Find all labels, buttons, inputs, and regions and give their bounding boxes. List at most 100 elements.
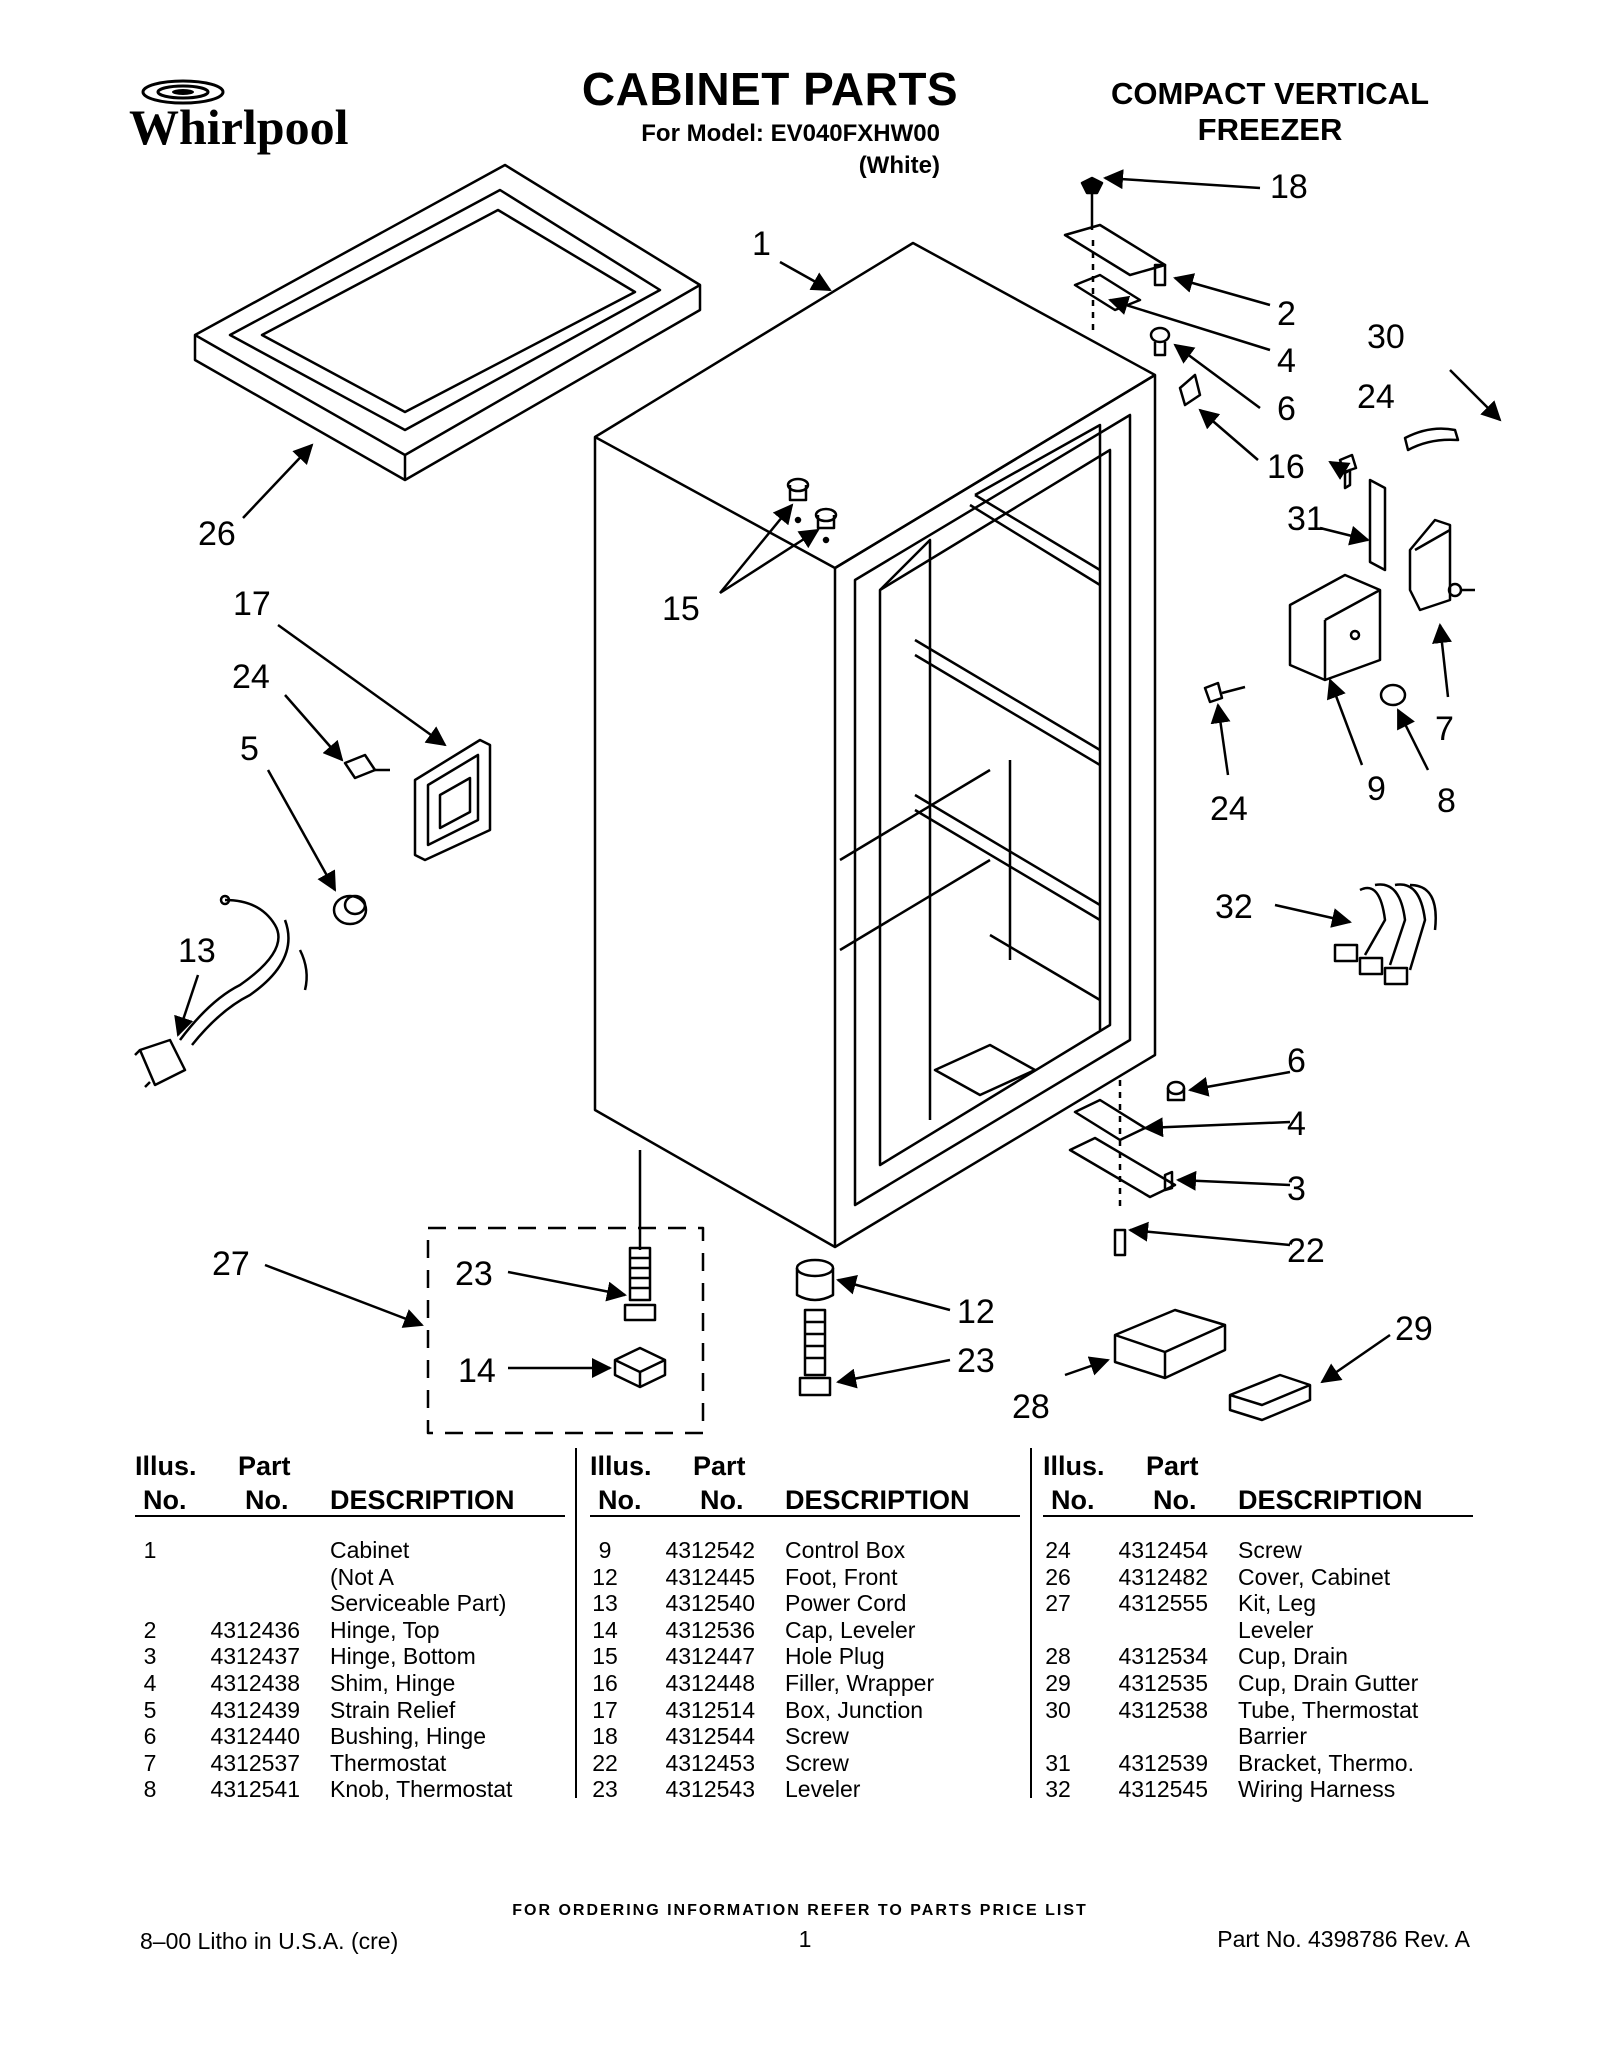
part-description: Wiring Harness bbox=[1238, 1776, 1396, 1803]
callout-8: 8 bbox=[1437, 782, 1456, 820]
callout-23-kit: 23 bbox=[455, 1255, 493, 1293]
part-description: Screw bbox=[1238, 1537, 1302, 1563]
part-description: Control Box bbox=[785, 1537, 906, 1563]
callout-24-left: 24 bbox=[232, 658, 270, 696]
part-number: 4312545 bbox=[1118, 1776, 1208, 1803]
illus-number: 15 bbox=[592, 1643, 618, 1670]
illus-number: 6 bbox=[143, 1723, 157, 1750]
part-number: 4312540 bbox=[665, 1590, 755, 1617]
part-number: 4312454 bbox=[1118, 1537, 1208, 1563]
part-description: Filler, Wrapper bbox=[785, 1670, 935, 1696]
part-description: Knob, Thermostat bbox=[330, 1776, 513, 1803]
illus-number: 7 bbox=[143, 1749, 157, 1776]
ordering-note: FOR ORDERING INFORMATION REFER TO PARTS … bbox=[512, 1902, 1088, 1919]
thermostat-assembly bbox=[1203, 453, 1475, 707]
part-description: (Not A bbox=[330, 1563, 394, 1590]
part-description: Leveler bbox=[1238, 1616, 1314, 1643]
part-description: Screw bbox=[785, 1723, 849, 1750]
thermostat-tube-part bbox=[1403, 427, 1460, 452]
leveler-kit bbox=[426, 1150, 705, 1435]
part-number: 4312482 bbox=[1118, 1563, 1208, 1590]
part-number: 4312537 bbox=[210, 1749, 300, 1776]
part-number: 4312543 bbox=[665, 1776, 755, 1803]
part-number: 4312445 bbox=[665, 1563, 755, 1590]
part-description: Screw bbox=[785, 1749, 849, 1776]
illus-number: 2 bbox=[143, 1616, 157, 1643]
part-number: 4312555 bbox=[1118, 1590, 1208, 1617]
cabinet-part bbox=[593, 241, 1157, 1249]
illus-number: 12 bbox=[592, 1563, 618, 1590]
callout-6-bottom: 6 bbox=[1287, 1042, 1306, 1080]
callout-28: 28 bbox=[1012, 1388, 1050, 1426]
svg-text:Whirlpool: Whirlpool bbox=[129, 99, 349, 155]
part-description: Cup, Drain Gutter bbox=[1238, 1670, 1419, 1696]
part-number: 4312539 bbox=[1118, 1749, 1208, 1776]
callout-labels: 1 2 3 4 4 5 6 6 7 8 9 12 13 14 15 16 17 … bbox=[178, 168, 1456, 1426]
callout-12: 12 bbox=[957, 1293, 995, 1331]
illus-number: 27 bbox=[1045, 1590, 1071, 1617]
callout-leaders bbox=[174, 169, 1502, 1389]
part-description: Serviceable Part) bbox=[330, 1590, 507, 1617]
part-number: 4312440 bbox=[210, 1723, 300, 1750]
part-number: 4312437 bbox=[210, 1643, 300, 1670]
callout-3: 3 bbox=[1287, 1170, 1306, 1208]
illus-number: 3 bbox=[143, 1643, 157, 1670]
illus-number: 24 bbox=[1045, 1537, 1071, 1563]
part-description: Box, Junction bbox=[785, 1696, 924, 1723]
illus-number: 28 bbox=[1045, 1643, 1071, 1670]
part-description: Strain Relief bbox=[330, 1696, 456, 1723]
part-number: 4312447 bbox=[665, 1643, 755, 1670]
bottom-hinge-assembly bbox=[1068, 1080, 1186, 1257]
part-number: 4312438 bbox=[210, 1670, 300, 1696]
top-hinge-assembly bbox=[1063, 176, 1202, 407]
part-number: 4312542 bbox=[665, 1537, 755, 1563]
illus-number: 26 bbox=[1045, 1563, 1071, 1590]
wiring-harness-part bbox=[1333, 883, 1437, 986]
part-description: Foot, Front bbox=[785, 1563, 898, 1590]
illus-number: 23 bbox=[592, 1776, 618, 1803]
callout-22: 22 bbox=[1287, 1232, 1325, 1270]
part-number: 4312453 bbox=[665, 1749, 755, 1776]
callout-18: 18 bbox=[1270, 168, 1308, 206]
callout-1: 1 bbox=[752, 225, 771, 263]
illus-number: 9 bbox=[598, 1537, 612, 1563]
illus-number: 5 bbox=[143, 1696, 157, 1723]
callout-29: 29 bbox=[1395, 1310, 1433, 1348]
part-number: 4312514 bbox=[665, 1696, 755, 1723]
callout-14: 14 bbox=[458, 1352, 496, 1390]
part-description: Cover, Cabinet bbox=[1238, 1563, 1391, 1590]
exploded-parts-diagram: 1 2 3 4 4 5 6 6 7 8 9 12 13 14 15 16 17 … bbox=[134, 163, 1502, 1435]
part-description: Bushing, Hinge bbox=[330, 1723, 486, 1750]
hole-plugs bbox=[786, 477, 838, 544]
cabinet-cover-part bbox=[193, 163, 702, 482]
part-description: Cup, Drain bbox=[1238, 1643, 1348, 1670]
callout-32: 32 bbox=[1215, 888, 1253, 926]
callout-17: 17 bbox=[233, 585, 271, 623]
callout-15: 15 bbox=[662, 590, 700, 628]
part-description: Tube, Thermostat bbox=[1238, 1696, 1419, 1723]
illus-number: 22 bbox=[592, 1749, 618, 1776]
product-line-1: COMPACT VERTICAL bbox=[1110, 76, 1430, 111]
illus-number: 4 bbox=[143, 1670, 157, 1696]
part-description: Bracket, Thermo. bbox=[1238, 1749, 1414, 1776]
part-number: 4312536 bbox=[665, 1616, 755, 1643]
part-number: 4312544 bbox=[665, 1723, 755, 1750]
illus-number: 16 bbox=[592, 1670, 618, 1696]
part-description: Leveler bbox=[785, 1776, 861, 1803]
part-description: Barrier bbox=[1238, 1723, 1308, 1750]
callout-4-top: 4 bbox=[1277, 342, 1296, 380]
callout-6-top: 6 bbox=[1277, 390, 1296, 428]
illus-number: 29 bbox=[1045, 1670, 1071, 1696]
product-line-2: FREEZER bbox=[1197, 112, 1343, 147]
page-number: 1 bbox=[798, 1926, 812, 1952]
callout-5: 5 bbox=[240, 730, 259, 768]
part-number: 4312538 bbox=[1118, 1696, 1208, 1723]
callout-24-right: 24 bbox=[1357, 378, 1395, 416]
part-description: Cabinet bbox=[330, 1537, 410, 1563]
whirlpool-logo: Whirlpool bbox=[129, 79, 349, 155]
part-number: 4312534 bbox=[1118, 1643, 1208, 1670]
callout-31: 31 bbox=[1287, 500, 1325, 538]
part-description: Shim, Hinge bbox=[330, 1670, 456, 1696]
page-title: CABINET PARTS bbox=[581, 63, 959, 115]
part-description: Hinge, Top bbox=[330, 1616, 440, 1643]
